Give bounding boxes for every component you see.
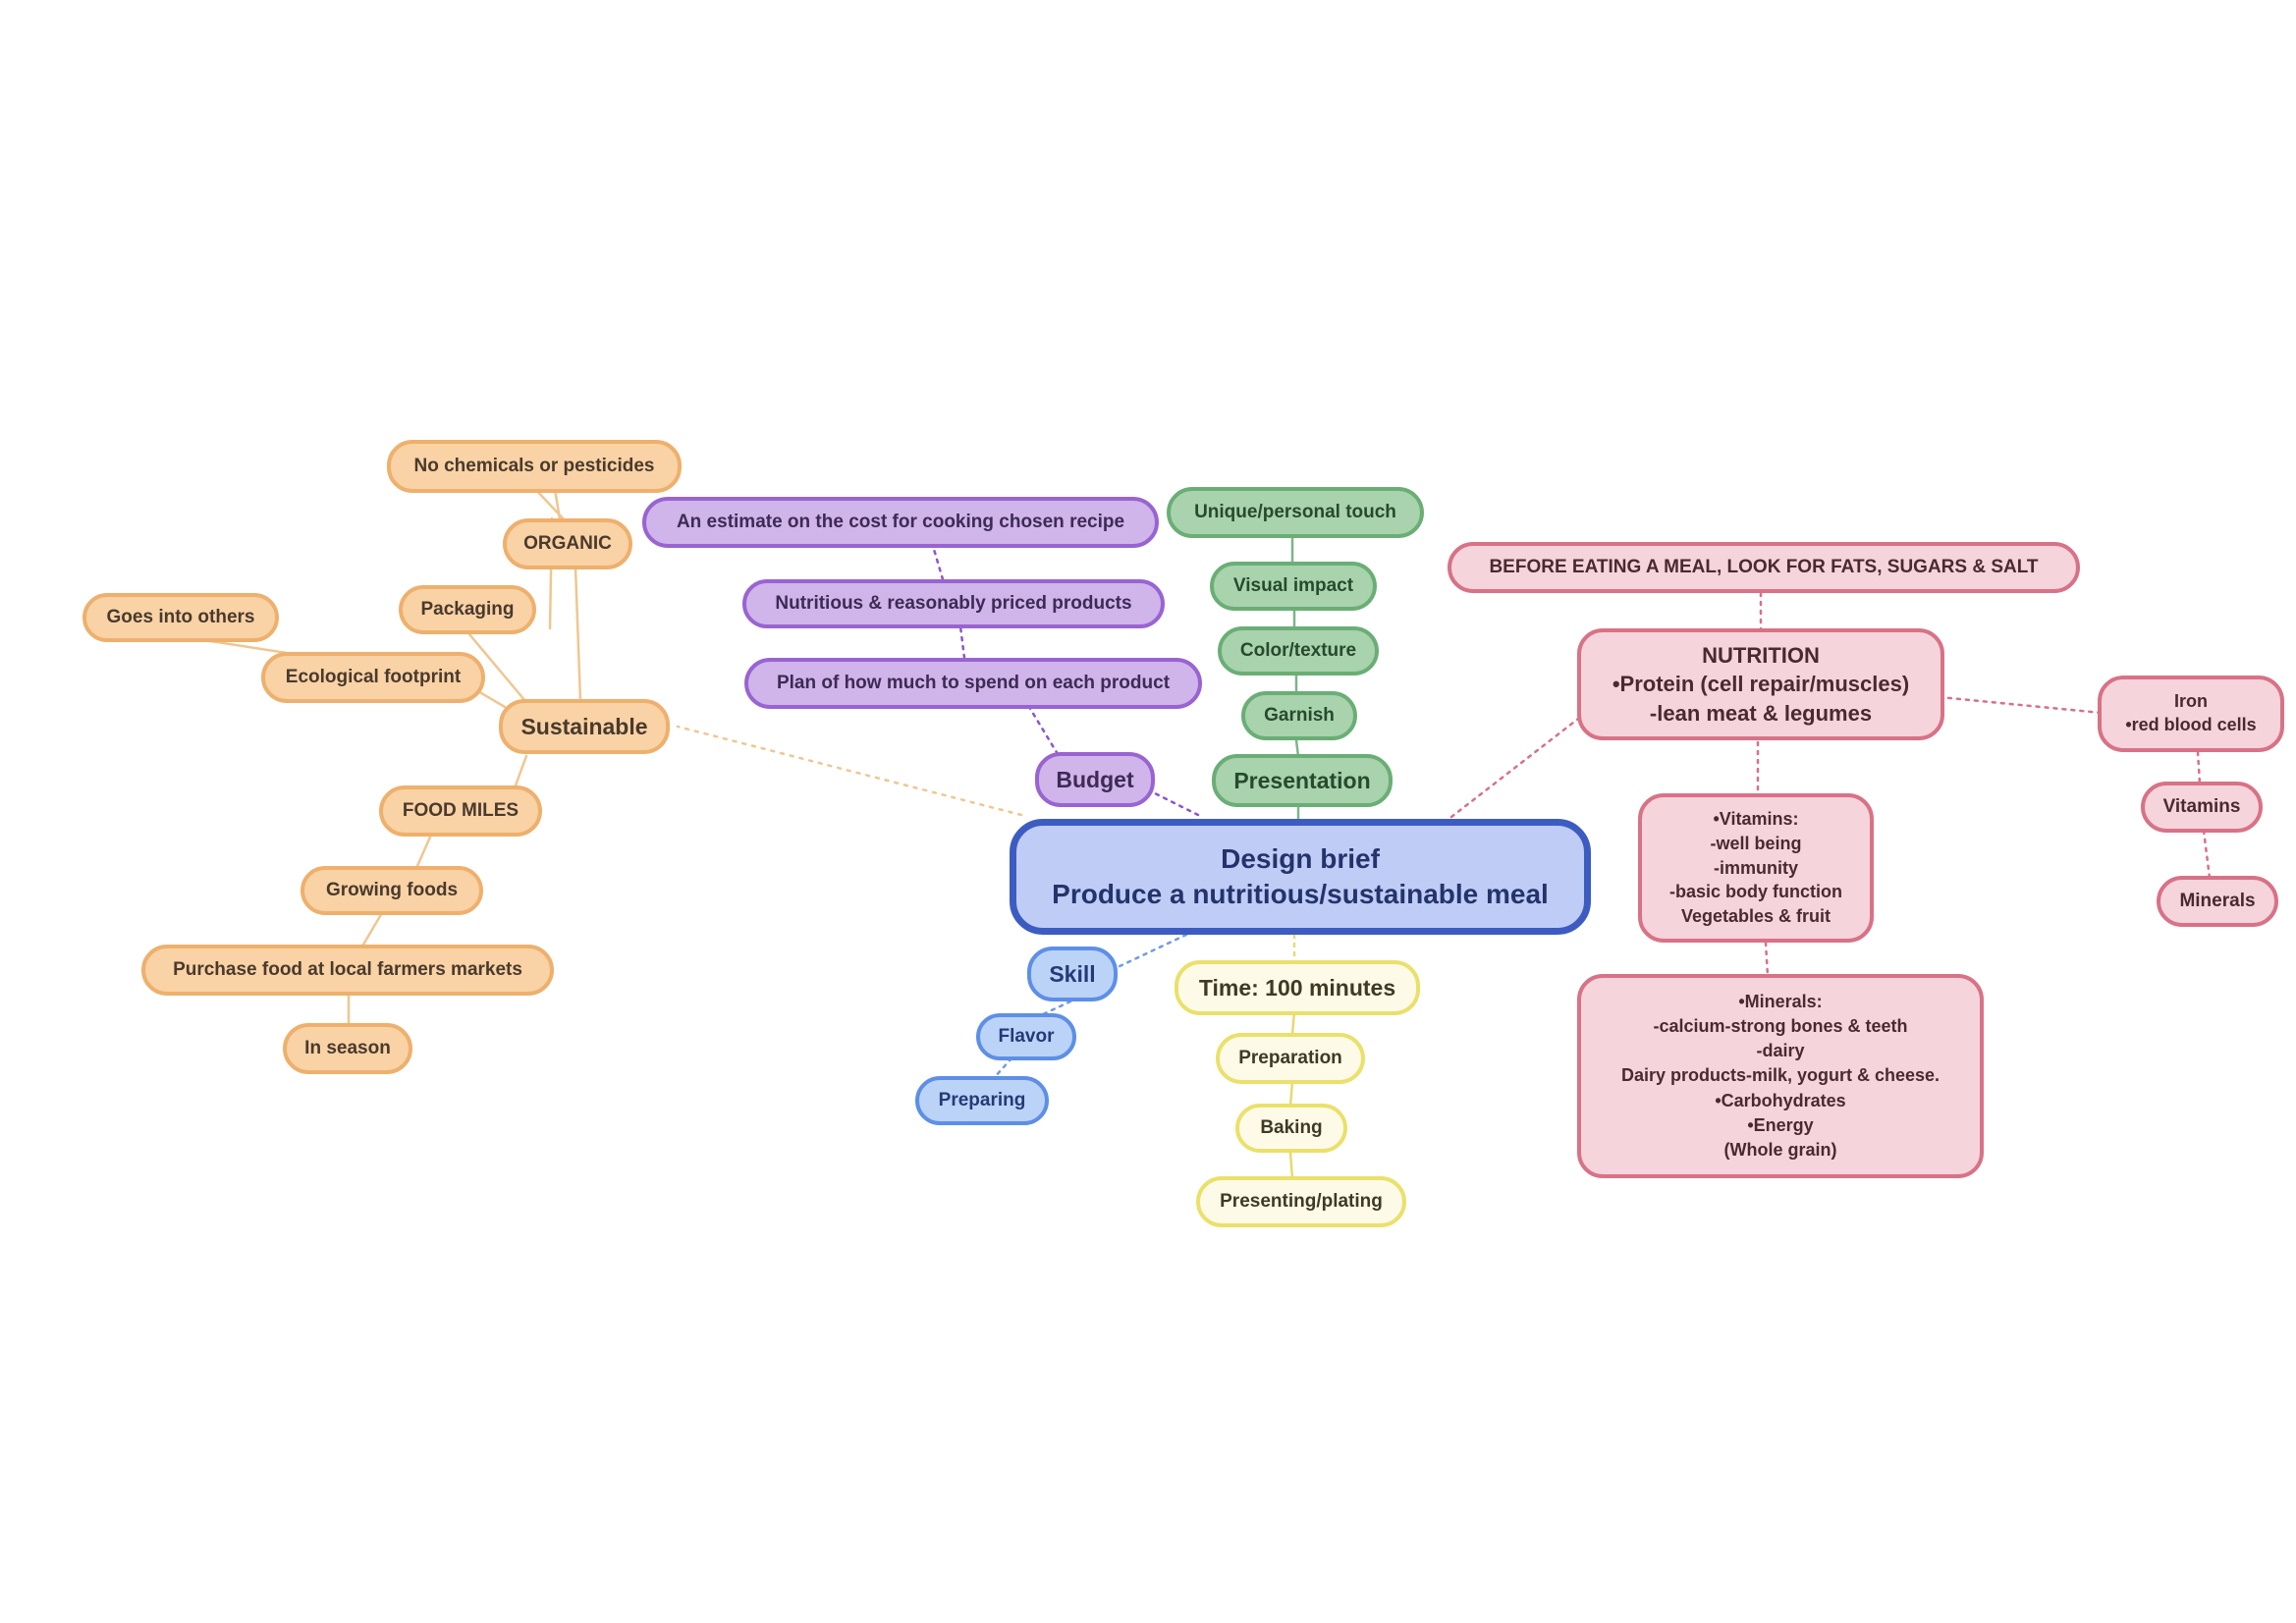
link-red [1449,707,1593,819]
node-purchase-local: Purchase food at local farmers markets [141,945,554,996]
link-yellow [1288,1151,1294,1180]
node-growing-foods: Growing foods [301,866,483,915]
node-vitamins-detail: •Vitamins: -well being -immunity -basic … [1638,793,1874,943]
link-purple [931,544,945,581]
node-plan-spend: Plan of how much to spend on each produc… [744,658,1202,709]
link-purple [1149,789,1200,817]
central-title: Design brief [1221,843,1380,875]
link-purple [958,624,966,660]
node-skill: Skill [1027,947,1118,1001]
node-in-season: In season [283,1023,412,1074]
node-presenting-plating: Presenting/plating [1196,1176,1406,1227]
link-yellow [1290,1009,1296,1037]
link-orange [533,487,567,522]
node-unique-touch: Unique/personal touch [1167,487,1424,538]
node-food-miles: FOOD MILES [379,785,542,837]
link-red [1938,695,2104,715]
link-blue [1114,933,1188,970]
node-time: Time: 100 minutes [1175,960,1420,1015]
central-topic: Design brief Produce a nutritious/sustai… [1010,819,1591,935]
link-orange [361,909,385,947]
node-preparing: Preparing [915,1076,1049,1125]
link-red [1764,941,1770,978]
link-red [2202,829,2212,880]
link-blue [992,1056,1013,1080]
link-orange [514,754,528,787]
node-sustainable: Sustainable [499,699,670,754]
node-presentation: Presentation [1212,754,1393,807]
node-nutrition-protein: NUTRITION •Protein (cell repair/muscles)… [1577,628,1944,740]
node-iron: Iron •red blood cells [2098,676,2284,752]
central-subtitle: Produce a nutritious/sustainable meal [1052,879,1549,909]
node-budget: Budget [1035,752,1155,807]
node-packaging: Packaging [399,585,536,634]
node-before-eating: BEFORE EATING A MEAL, LOOK FOR FATS, SUG… [1448,542,2080,593]
node-baking: Baking [1235,1104,1347,1153]
link-orange [676,725,1023,817]
node-goes-into-others: Goes into others [82,593,279,642]
node-budget-estimate: An estimate on the cost for cooking chos… [642,497,1159,548]
link-orange [467,632,532,709]
node-no-chemicals: No chemicals or pesticides [387,440,682,493]
node-visual-impact: Visual impact [1210,562,1377,611]
link-purple [1027,705,1060,756]
link-orange [415,831,434,868]
node-preparation: Preparation [1216,1033,1365,1084]
node-nutritious-priced: Nutritious & reasonably priced products [742,579,1165,628]
node-ecological-footprint: Ecological footprint [261,652,485,703]
link-green [1294,738,1300,758]
node-minerals-short: Minerals [2157,876,2278,927]
link-blue [1039,1000,1072,1017]
node-minerals-detail: •Minerals: -calcium-strong bones & teeth… [1577,974,1984,1178]
link-red [2196,750,2202,785]
node-garnish: Garnish [1241,691,1357,740]
node-organic: ORGANIC [503,518,632,569]
node-vitamins-short: Vitamins [2141,782,2263,833]
link-yellow [1288,1080,1294,1108]
node-flavor: Flavor [976,1013,1076,1060]
node-color-texture: Color/texture [1218,626,1379,676]
